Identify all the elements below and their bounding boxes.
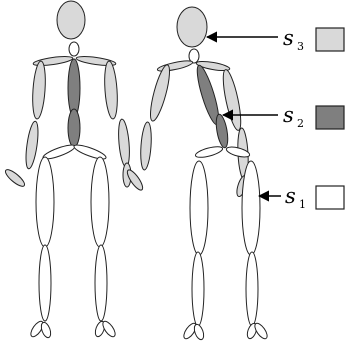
left-forearm-r — [117, 119, 131, 168]
right-shin-l — [192, 252, 204, 326]
left-hand-l — [3, 167, 27, 189]
label-s1-subscript: 1 — [299, 198, 306, 211]
right-shin-r — [246, 252, 258, 326]
swatch-s3 — [316, 28, 344, 51]
left-upper-arm-r — [103, 61, 119, 120]
right-head — [177, 7, 207, 47]
left-thigh-l — [36, 157, 54, 247]
label-s3: s 3 — [283, 26, 304, 53]
label-s1: s 1 — [285, 184, 306, 211]
label-s1-symbol: s — [285, 184, 296, 208]
left-upper-arm-l — [31, 61, 47, 120]
label-s2: s 2 — [283, 103, 304, 130]
left-upper-spine — [68, 59, 80, 117]
left-lower-spine — [68, 109, 80, 147]
left-neck — [69, 42, 79, 56]
right-thigh-r — [242, 161, 260, 255]
left-shin-r — [95, 245, 107, 321]
right-thigh-l — [190, 161, 208, 255]
right-forearm-l — [139, 122, 152, 171]
right-upper-arm-l — [147, 63, 174, 122]
left-forearm-l — [24, 121, 41, 170]
right-lower-spine — [214, 113, 230, 148]
label-s3-symbol: s — [283, 26, 294, 50]
swatch-s2 — [316, 106, 344, 129]
left-thigh-r — [91, 157, 109, 247]
left-head — [57, 1, 85, 39]
label-s2-symbol: s — [283, 103, 294, 127]
figure-right — [125, 7, 270, 341]
right-foot-l-b — [193, 323, 206, 341]
swatch-s1 — [316, 186, 344, 209]
figure-left — [3, 1, 131, 339]
left-shin-l — [39, 245, 51, 321]
label-s3-subscript: 3 — [297, 40, 304, 53]
right-hip-left — [194, 145, 223, 160]
label-s2-subscript: 2 — [297, 117, 304, 130]
left-foot-l-b — [40, 321, 53, 339]
